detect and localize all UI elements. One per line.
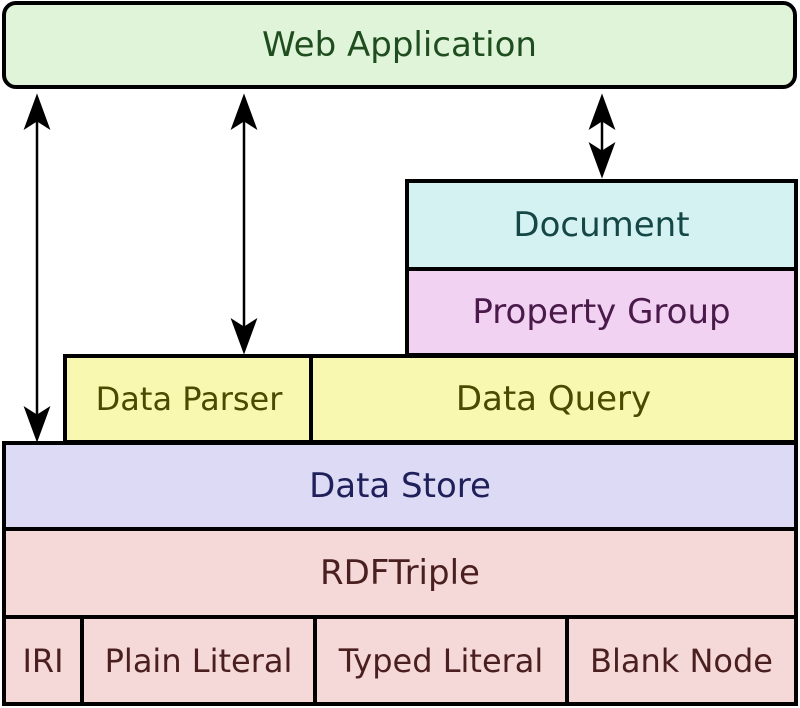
data-query-label: Data Query (455, 379, 652, 419)
data-store-label: Data Store (309, 466, 491, 506)
document-box: Document (405, 179, 798, 271)
property-group-label: Property Group (472, 292, 731, 332)
iri-label: IRI (22, 641, 64, 680)
document-label: Document (513, 205, 690, 245)
web-application-box: Web Application (2, 1, 797, 89)
data-query-box: Data Query (309, 354, 798, 444)
property-group-box: Property Group (405, 267, 798, 357)
rdf-triple-box: RDFTriple (2, 527, 798, 619)
arrow-web-app-data-parser (230, 93, 258, 355)
iri-box: IRI (2, 615, 84, 706)
arrow-web-app-document (588, 93, 616, 179)
data-parser-label: Data Parser (95, 380, 283, 418)
data-store-box: Data Store (2, 441, 798, 531)
typed-literal-label: Typed Literal (338, 641, 544, 680)
plain-literal-label: Plain Literal (104, 641, 293, 680)
plain-literal-box: Plain Literal (80, 615, 317, 706)
rdf-triple-label: RDFTriple (320, 553, 480, 593)
web-application-label: Web Application (262, 25, 537, 65)
data-parser-box: Data Parser (63, 354, 315, 444)
blank-node-box: Blank Node (565, 615, 798, 706)
arrow-web-app-data-store (23, 93, 51, 443)
blank-node-label: Blank Node (590, 641, 773, 680)
typed-literal-box: Typed Literal (313, 615, 569, 706)
